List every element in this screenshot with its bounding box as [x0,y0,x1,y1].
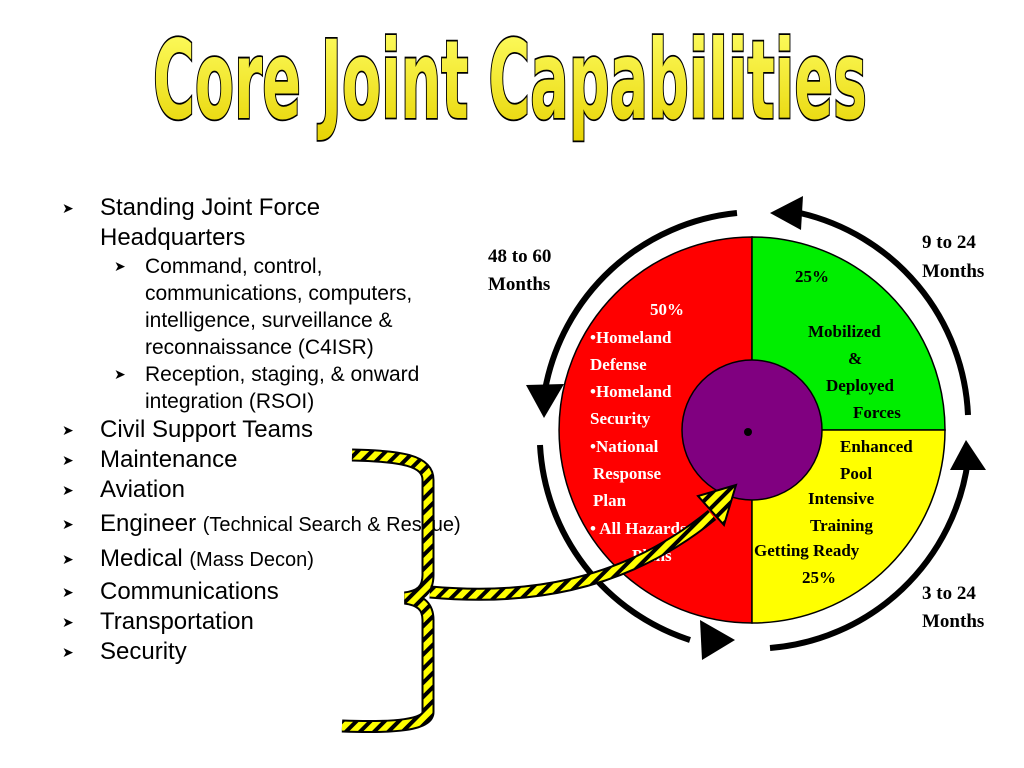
bullet-arrow-icon: ➤ [62,551,74,567]
bullet-arrow-icon: ➤ [62,644,74,660]
arc-arrow-bottom-right [769,459,971,651]
list-item-label: Engineer [100,510,197,537]
red-text-line: Defense [590,355,647,374]
timing-label-top-right: 9 to 24 [922,232,976,253]
bullet-arrow-icon: ➤ [62,482,74,498]
list-item: ➤ Transportation [62,607,462,637]
yellow-text-line: Enhanced [840,437,913,456]
yellow-text-line: Pool [840,464,872,483]
center-circle [681,359,823,501]
timing-label-top-right: Months [922,261,984,282]
hatched-arrowhead-icon [696,483,738,527]
list-item-note: (Technical Search & Rescue) [202,514,461,536]
arc-arrow-bottom-left [537,444,691,643]
list-item-label: Maintenance [100,446,238,473]
bullet-arrow-icon: ➤ [62,614,74,630]
list-item: ➤ Civil Support Teams [62,415,462,445]
bullet-arrow-icon: ➤ [62,422,74,438]
red-text-line: •National [590,437,659,456]
bullet-arrow-icon: ➤ [62,452,74,468]
list-item-label: Civil Support Teams [100,416,313,443]
yellow-text-line: Training [810,516,873,535]
green-text-line: Forces [853,403,901,422]
list-item-label: Transportation [100,608,254,635]
hatched-connector [341,448,738,734]
sub-list-item: ➤ Command, control, communications, comp… [114,253,462,361]
bullet-arrow-icon: ➤ [62,200,74,216]
red-text-line: Response [593,464,661,483]
red-text-line: •Homeland [590,382,672,401]
arrowhead-icon [950,440,986,470]
yellow-text-line: Getting Ready [754,541,860,560]
timing-label-left: 48 to 60 [488,246,551,267]
red-text-line: Security [590,409,651,428]
arrowhead-icon [526,384,564,418]
yellow-text-line: Intensive [808,489,875,508]
list-item: ➤ Aviation [62,475,462,505]
slide-title-graphic: Core Joint Capabilities [152,18,869,146]
bullet-arrow-icon: ➤ [62,516,74,532]
list-item-label: Communications [100,578,279,605]
list-item-label: Medical [100,545,183,572]
list-item: ➤ Standing Joint Force Headquarters [62,193,462,253]
timing-label-left: Months [488,274,550,295]
yellow-percent: 25% [802,568,836,587]
green-text-line: Mobilized [808,322,881,341]
slide-title: Core Joint Capabilities [153,19,867,144]
red-text-line: •Homeland [590,328,672,347]
sub-list-item: ➤ Reception, staging, & onward integrati… [114,361,462,415]
sub-list-item-label: Command, control, communications, comput… [145,255,413,359]
list-item: ➤ Communications [62,577,462,607]
bullet-arrow-icon: ➤ [114,366,126,382]
timing-label-bottom-right: Months [922,611,984,632]
list-item: ➤ Engineer (Technical Search & Rescue) [62,509,462,540]
arc-arrow-top-left [542,210,738,391]
red-percent: 50% [650,300,684,319]
red-text-line: Plan [593,491,627,510]
sub-list-item-label: Reception, staging, & onward integration… [145,363,420,413]
list-item-label: Security [100,638,187,665]
green-text-line: & [848,349,862,368]
bullet-arrow-icon: ➤ [62,584,74,600]
timing-label-bottom-right: 3 to 24 [922,583,976,604]
arrowhead-icon [770,196,803,230]
list-item-label: Aviation [100,476,185,503]
list-item: ➤ Medical (Mass Decon) [62,544,462,575]
capabilities-list: ➤ Standing Joint Force Headquarters ➤ Co… [62,193,462,667]
list-item-note: (Mass Decon) [189,549,314,571]
list-item: ➤ Security [62,637,462,667]
center-dot [744,428,752,436]
bullet-arrow-icon: ➤ [114,258,126,274]
green-percent: 25% [795,267,829,286]
list-item: ➤ Maintenance [62,445,462,475]
arc-arrow-top-right [799,210,971,416]
arrowhead-icon [700,620,735,660]
cycle-arrows [537,210,971,651]
red-text-line: • All Hazards [590,519,687,538]
list-item-label: Standing Joint Force Headquarters [100,194,321,251]
green-text-line: Deployed [826,376,895,395]
